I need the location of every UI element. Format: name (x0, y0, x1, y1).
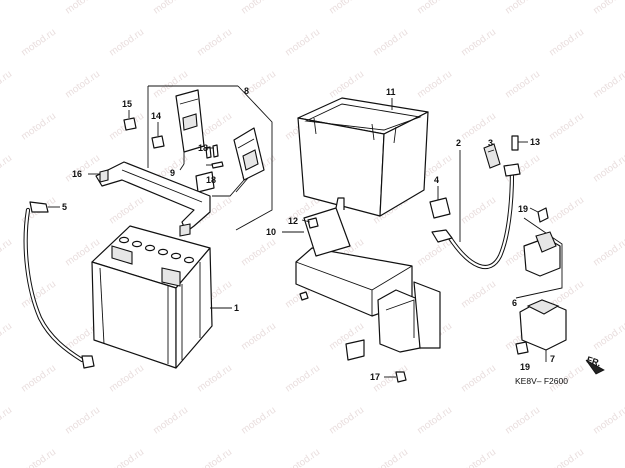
watermark-text: motod.ru (459, 27, 498, 59)
negative-cable (23, 201, 95, 369)
watermark-text: motod.ru (107, 27, 146, 59)
battery (91, 225, 213, 369)
callout-19-lower: 19 (520, 362, 530, 372)
watermark-text: motod.ru (415, 237, 454, 269)
fuse-box-assembly (147, 85, 273, 231)
watermark-text: motod.ru (459, 363, 498, 395)
watermark-text: motod.ru (503, 405, 542, 437)
battery-cell-cap (183, 256, 195, 264)
watermark-text: motod.ru (151, 405, 190, 437)
watermark-text: motod.ru (591, 321, 625, 353)
battery-cell-cap (157, 248, 169, 256)
callout-3: 3 (488, 138, 493, 148)
watermark-text: motod.ru (19, 27, 58, 59)
watermark-text: motod.ru (107, 447, 146, 468)
watermark-text: motod.ru (591, 405, 625, 437)
watermark-text: motod.ru (19, 279, 58, 311)
battery-box (297, 97, 429, 217)
watermark-text: motod.ru (63, 405, 102, 437)
watermark-text: motod.ru (19, 363, 58, 395)
battery-cell-cap (170, 252, 182, 260)
relay-assembly (515, 207, 605, 375)
watermark-text: motod.ru (0, 237, 14, 269)
watermark-text: motod.ru (19, 447, 58, 468)
callout-15: 15 (122, 99, 132, 109)
callout-6: 6 (512, 298, 517, 308)
watermark-text: motod.ru (547, 27, 586, 59)
watermark-text: motod.ru (63, 0, 102, 16)
callout-4: 4 (434, 175, 439, 185)
battery-cell-cap (144, 244, 156, 252)
watermark-text: motod.ru (415, 0, 454, 16)
battery-cell-cap (118, 236, 130, 244)
watermark-text: motod.ru (107, 195, 146, 227)
watermark-text: motod.ru (547, 447, 586, 468)
callout-18: 18 (198, 143, 208, 153)
watermark-text: motod.ru (283, 27, 322, 59)
watermark-text: motod.ru (0, 153, 14, 185)
callout-5: 5 (62, 202, 67, 212)
callout-1: 1 (234, 303, 239, 313)
watermark-text: motod.ru (547, 195, 586, 227)
callout-2: 2 (456, 138, 461, 148)
callout-layer: 1 2 3 4 5 6 7 8 9 10 11 12 13 14 15 16 1… (48, 86, 555, 382)
diagram-code: KE8V– F2600 (515, 376, 568, 386)
callout-11: 11 (386, 87, 396, 97)
watermark-text: motod.ru (327, 0, 366, 16)
positive-cable (429, 135, 521, 269)
watermark-text: motod.ru (195, 447, 234, 468)
watermark-text: motod.ru (0, 69, 14, 101)
watermark-text: motod.ru (591, 237, 625, 269)
callout-9: 9 (170, 168, 175, 178)
battery-tray (295, 197, 441, 361)
callout-7: 7 (550, 354, 555, 364)
watermark-text: motod.ru (547, 111, 586, 143)
watermark-text: motod.ru (195, 363, 234, 395)
callout-10: 10 (266, 227, 276, 237)
watermark-text: motod.ru (239, 237, 278, 269)
watermark-text: motod.ru (63, 153, 102, 185)
watermark-text: motod.ru (195, 27, 234, 59)
watermark-text: motod.ru (283, 447, 322, 468)
battery-cell-cap (131, 240, 143, 248)
watermark-text: motod.ru (503, 0, 542, 16)
watermark-text: motod.ru (371, 27, 410, 59)
callout-12: 12 (288, 216, 298, 226)
watermark-text: motod.ru (239, 0, 278, 16)
watermark-text: motod.ru (503, 69, 542, 101)
callout-18-lower: 18 (206, 175, 216, 185)
watermark-text: motod.ru (415, 69, 454, 101)
watermark-text: motod.ru (0, 321, 14, 353)
watermark-text: motod.ru (327, 69, 366, 101)
watermark-text: motod.ru (459, 279, 498, 311)
watermark-text: motod.ru (239, 321, 278, 353)
callout-13: 13 (530, 137, 540, 147)
callout-19: 19 (518, 204, 528, 214)
watermark-text: motod.ru (327, 405, 366, 437)
watermark-text: motod.ru (459, 195, 498, 227)
watermark-text: motod.ru (371, 447, 410, 468)
watermark-text: motod.ru (63, 69, 102, 101)
watermark-text: motod.ru (19, 111, 58, 143)
watermark-text: motod.ru (591, 153, 625, 185)
watermark-text: motod.ru (459, 447, 498, 468)
watermark-text: motod.ru (283, 363, 322, 395)
callout-8: 8 (244, 86, 249, 96)
callout-16: 16 (72, 169, 82, 179)
direction-label: FR. (585, 354, 602, 368)
watermark-text: motod.ru (0, 0, 14, 16)
watermark-text: motod.ru (107, 363, 146, 395)
callout-14: 14 (151, 111, 161, 121)
battery-band (95, 161, 211, 237)
watermark-text: motod.ru (415, 405, 454, 437)
watermark-text: motod.ru (591, 0, 625, 16)
watermark-text: motod.ru (0, 405, 14, 437)
watermark-text: motod.ru (151, 0, 190, 16)
callout-17: 17 (370, 372, 380, 382)
watermark-text: motod.ru (239, 405, 278, 437)
fasteners (123, 117, 407, 383)
watermark-text: motod.ru (591, 69, 625, 101)
